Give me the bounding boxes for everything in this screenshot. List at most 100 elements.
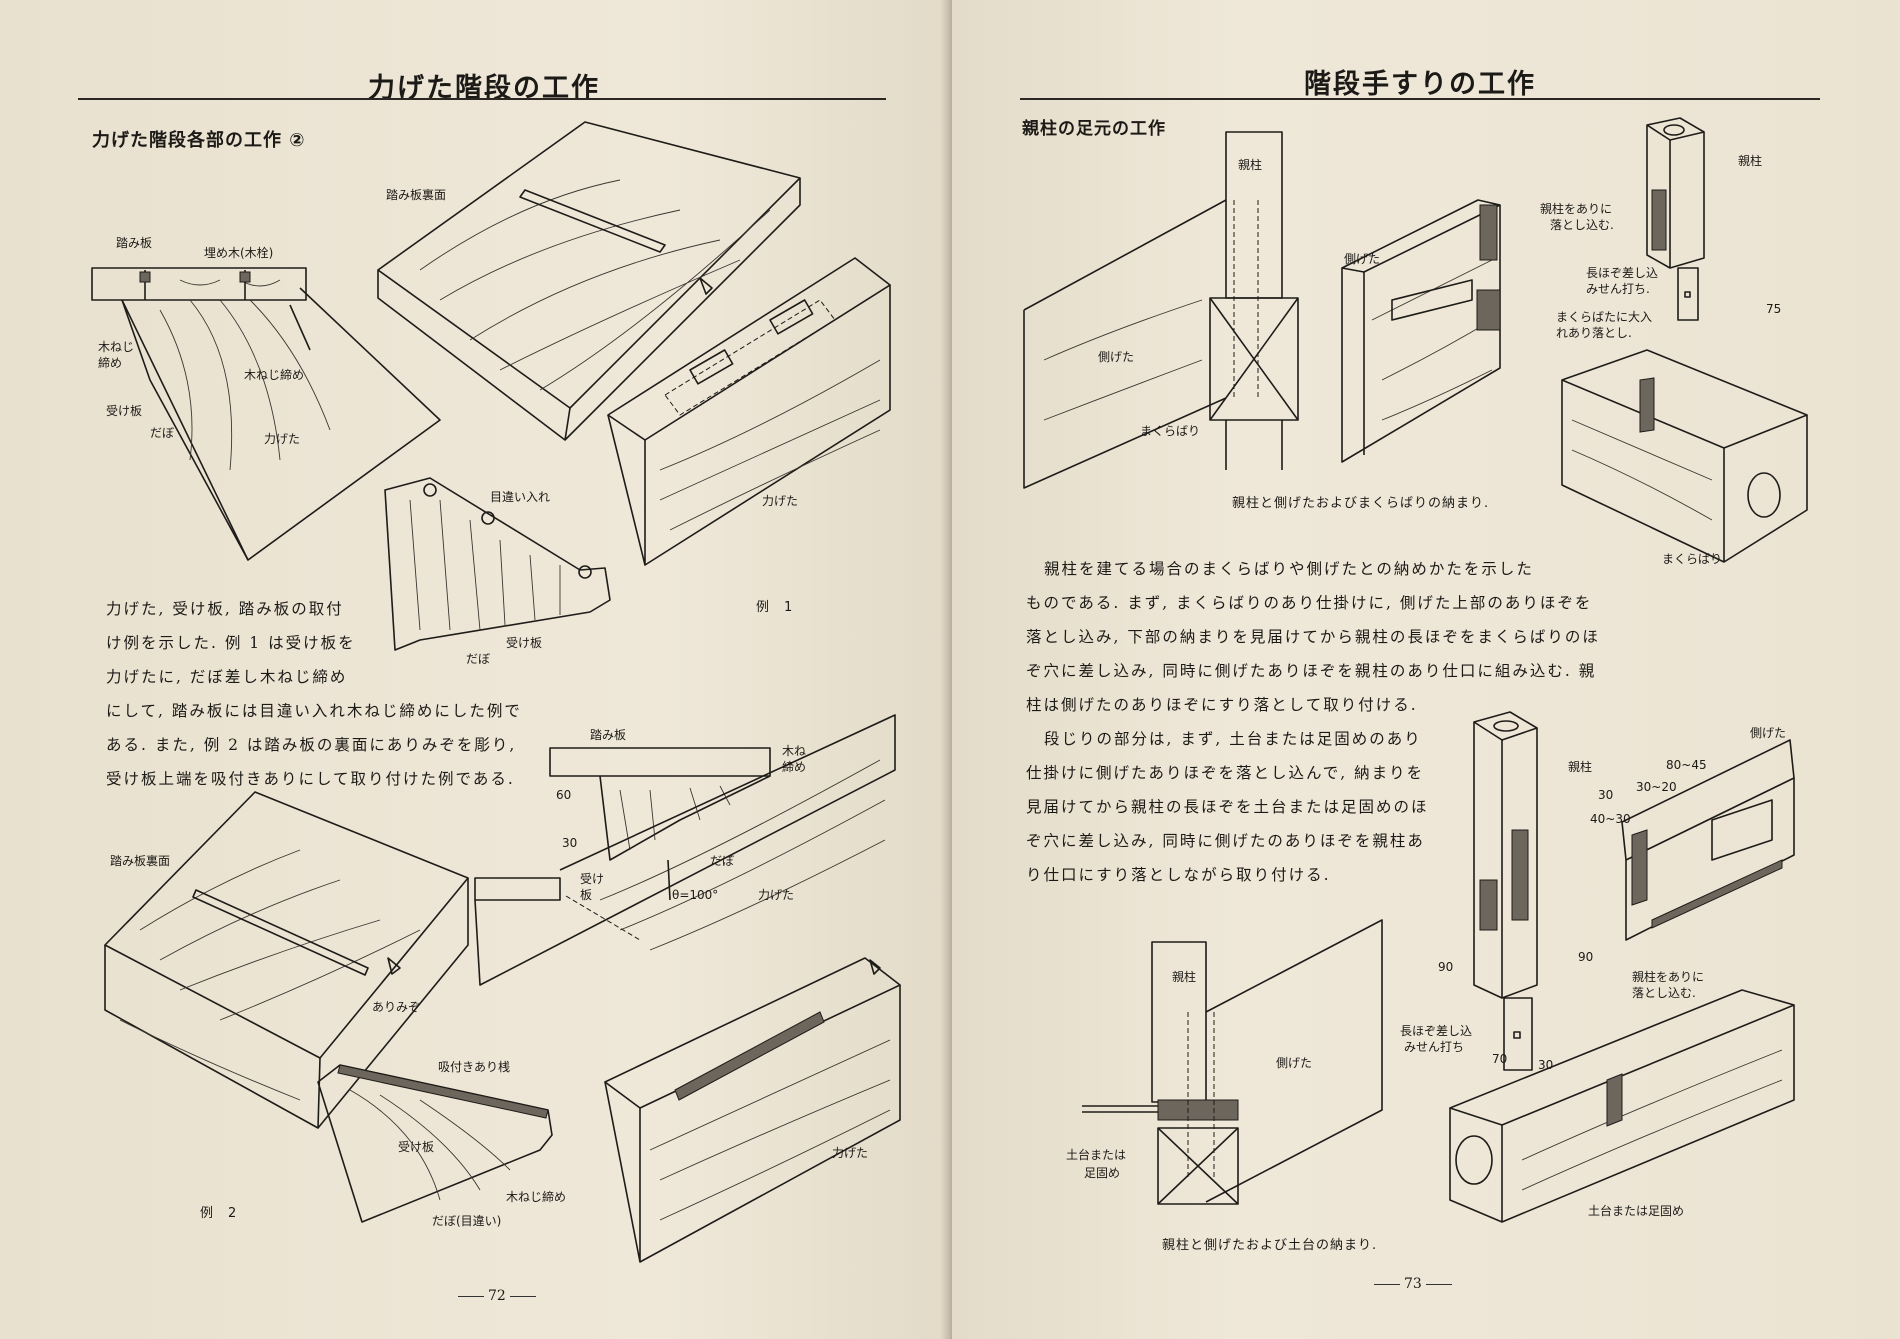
rfig2-label-side-stringer: 側げた (1750, 726, 1787, 740)
fig1-label-stringer-2: 力げた (762, 494, 799, 508)
rfig1-label-drop-b: 落とし込む. (1550, 218, 1614, 232)
body-text-left-b: にして, 踏み板には目違い入れ木ねじ締めにした例で ある. また, 例 2 は踏… (106, 694, 626, 796)
folio-dash (1374, 1283, 1400, 1285)
fig2-label-dovetail-groove: ありみぞ (372, 1000, 421, 1014)
figure2-stringer-iso (1622, 740, 1794, 940)
rfig2-label-drop-a: 親柱をありに (1632, 970, 1705, 984)
figure-left-drawings (0, 0, 950, 1339)
fig2-label-dowel-offset: だぼ(目違い) (432, 1214, 502, 1228)
rfig1-label-beam-joint-a: まくらばたに大入 (1556, 310, 1653, 324)
rfig1-label-long-tenon-a: 長ほぞ差し込 (1586, 266, 1659, 280)
folio-dash (458, 1295, 484, 1297)
rfig1-label-newel: 親柱 (1238, 158, 1263, 172)
rfig2-caption: 親柱と側げたおよび土台の納まり. (1162, 1238, 1378, 1253)
fig2-label-sliding-dovetail: 吸付きあり桟 (438, 1060, 511, 1074)
fig2-label-stringer: 力げた (758, 888, 795, 902)
figure1-stringer-block (608, 258, 890, 565)
fig1-label-dowel-2: だぼ (466, 652, 491, 666)
paragraph-line: 受け板上端を吸付きありにして取り付けた例である. (106, 770, 515, 788)
rfig1-label-beam: まくらばり (1140, 424, 1201, 438)
rfig1-label-drop-a: 親柱をありに (1540, 202, 1613, 216)
left-page: 力げた階段の工作 力げた階段各部の工作 ② (0, 0, 950, 1339)
figure1-support-board (385, 478, 610, 650)
body-text-left-a: 力げた, 受け板, 踏み板の取付 け例を示した. 例 1 は受け板を 力げたに,… (106, 592, 566, 694)
fig2-label-screw-fastening: 木ねじ締め (506, 1190, 567, 1204)
figure2-tread-board (105, 792, 468, 1128)
folio-dash (509, 1295, 536, 1297)
fig2-label-angle: θ=100° (672, 888, 719, 902)
right-page: 階段手すりの工作 親柱の足元の工作 (952, 0, 1900, 1339)
paragraph-line: り仕口にすり落としながら取り付ける. (1026, 866, 1331, 884)
body-text-right-b: 段じりの部分は, まず, 土台または足固めのあり 仕掛けに側げたありほぞを落とし… (1026, 722, 1466, 892)
rfig1-label-side-stringer-2: 側げた (1098, 350, 1135, 364)
fig2-label-tread: 踏み板 (590, 728, 627, 742)
page-number: 73 (1370, 1276, 1456, 1292)
figure2-section-drawing (475, 715, 895, 985)
fig1-label-dowel: だぼ (150, 426, 175, 440)
title-rule (1020, 98, 1820, 100)
paragraph-line: 仕掛けに側げたありほぞを落とし込んで, 納まりを (1026, 764, 1425, 782)
figure1-elevation (1024, 132, 1298, 488)
figure1-section-drawing (92, 268, 440, 560)
rfig2-label-sill-a: 土台または (1066, 1148, 1127, 1162)
page-number-value: 73 (1404, 1276, 1422, 1292)
page-number: 72 (454, 1288, 540, 1304)
fig1-label-tenon-insert: 目違い入れ (490, 490, 551, 504)
paragraph-line: にして, 踏み板には目違い入れ木ねじ締めにした例で (106, 702, 522, 720)
fig2-dim-30: 30 (562, 836, 578, 850)
rfig1-label-beam-2: まくらばり (1662, 552, 1723, 566)
section-heading: 力げた階段各部の工作 ② (92, 130, 306, 151)
figure2-elevation (1082, 920, 1382, 1204)
folio-dash (1425, 1283, 1452, 1285)
figure2-support-board (318, 1065, 552, 1222)
paragraph-line: 柱は側げたのありほぞにすり落として取り付ける. (1026, 696, 1418, 714)
paragraph-line: 親柱を建てる場合のまくらばりや側げたとの納めかたを示した (1044, 560, 1534, 578)
figure1-stringer-iso (1342, 200, 1500, 462)
fig1-label-support-board-2: 受け板 (506, 636, 543, 650)
rfig2-label-long-tenon-a: 長ほぞ差し込 (1400, 1024, 1473, 1038)
figure1-tread-board (378, 122, 800, 440)
fig1-example-label: 例 1 (756, 600, 794, 615)
rfig2-dim-30: 30 (1598, 788, 1614, 802)
paragraph-line: け例を示した. 例 1 は受け板を (106, 634, 356, 652)
page-title: 階段手すりの工作 (1304, 69, 1536, 100)
rfig1-dim-75: 75 (1766, 302, 1782, 316)
figure1-beam (1562, 350, 1807, 562)
fig2-label-dowel: だぼ (710, 854, 735, 868)
paragraph-line: 段じりの部分は, まず, 土台または足固めのあり (1044, 730, 1422, 748)
section-heading: 親柱の足元の工作 (1022, 119, 1166, 139)
rfig2-dim-90-left: 90 (1438, 960, 1454, 974)
fig2-label-screw-b: 締め (782, 760, 807, 774)
fig2-label-support-b: 板 (580, 888, 593, 902)
fig2-label-support-board: 受け板 (398, 1140, 435, 1154)
fig1-label-screw-b: 締め (98, 356, 123, 370)
paragraph-line: 見届けてから親柱の長ほぞを土台または足固めのほ (1026, 798, 1429, 816)
rfig2-dim-40-30: 40~30 (1590, 812, 1631, 826)
rfig1-label-side-stringer: 側げた (1344, 252, 1381, 266)
paragraph-line: 力げたに, だぼ差し木ねじ締め (106, 668, 348, 686)
rfig1-label-beam-joint-b: れあり落とし. (1556, 326, 1632, 340)
body-text-right-a: 親柱を建てる場合のまくらばりや側げたとの納めかたを示した ものである. まず, … (1026, 552, 1666, 722)
figure2-stringer-block (605, 958, 900, 1262)
title-rule (78, 98, 886, 100)
figure-right-drawings (952, 0, 1900, 1339)
page-number-value: 72 (488, 1288, 506, 1304)
fig1-label-support-board: 受け板 (106, 404, 143, 418)
rfig2-label-side-stringer-3: 側げた (1276, 1056, 1313, 1070)
fig1-label-tread: 踏み板 (116, 236, 153, 250)
paragraph-line: 力げた, 受け板, 踏み板の取付 (106, 600, 344, 618)
paragraph-line: ぞ穴に差し込み, 同時に側げたのありほぞを親柱あ (1026, 832, 1425, 850)
rfig1-label-newel-2: 親柱 (1738, 154, 1763, 168)
rfig1-caption: 親柱と側げたおよびまくらばりの納まり. (1232, 496, 1490, 511)
rfig2-dim-30-20: 30~20 (1636, 780, 1677, 794)
rfig2-label-long-tenon-b: みせん打ち (1404, 1040, 1465, 1054)
fig1-label-screw-a: 木ねじ (98, 340, 135, 354)
rfig1-label-long-tenon-b: みせん打ち. (1586, 282, 1650, 296)
rfig2-label-newel-3: 親柱 (1172, 970, 1197, 984)
paragraph-line: ある. また, 例 2 は踏み板の裏面にありみぞを彫り, (106, 736, 517, 754)
fig2-label-support-a: 受け (580, 872, 605, 886)
paragraph-line: 落とし込み, 下部の納まりを見届けてから親柱の長ほぞをまくらばりのほ (1026, 628, 1600, 646)
fig1-label-plug: 埋め木(木栓) (204, 246, 274, 260)
figure1-newel-post (1647, 118, 1704, 320)
fig2-dim-60: 60 (556, 788, 572, 802)
